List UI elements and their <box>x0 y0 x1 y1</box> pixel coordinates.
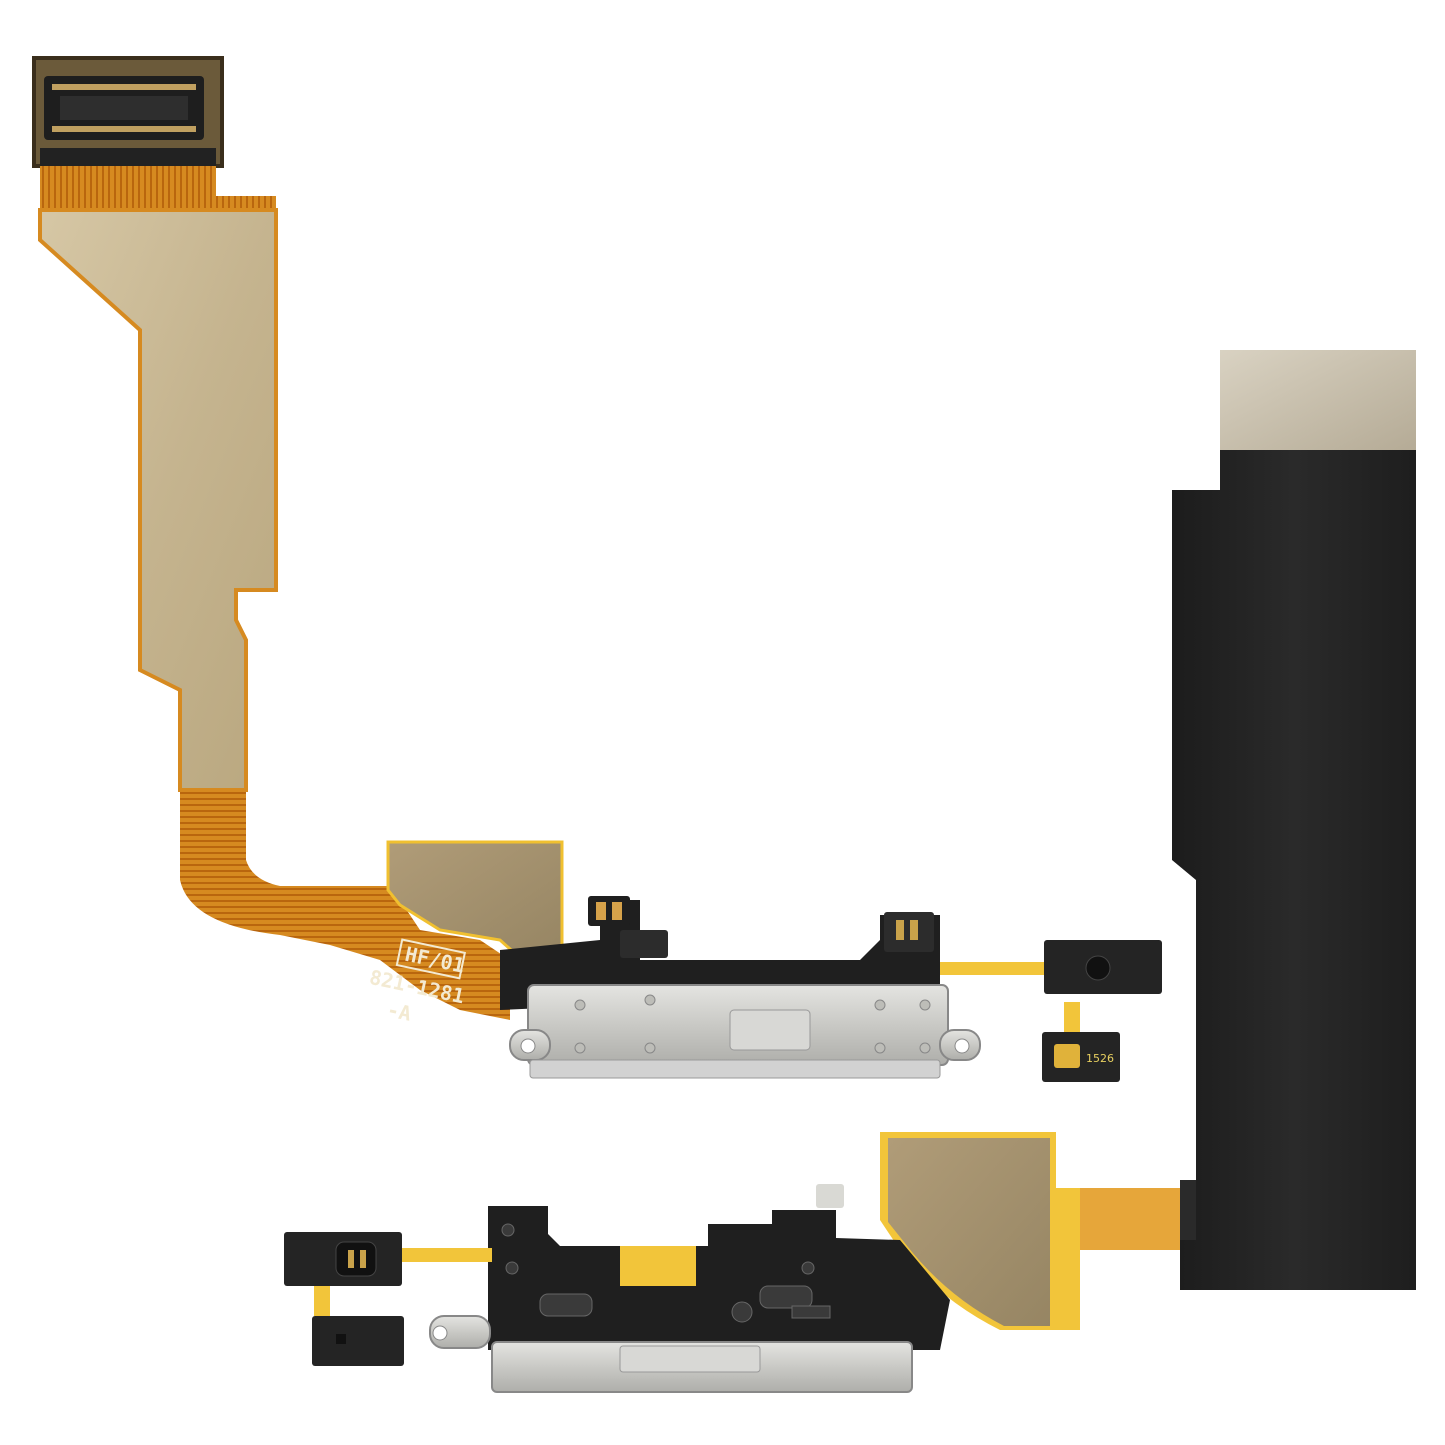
silver-stiffener <box>1220 350 1416 450</box>
bottom-tan-shield <box>888 1138 1050 1326</box>
smd-components <box>501 1223 831 1323</box>
orange-flex-cable: HF/01 821-1281 -A <box>32 56 564 1026</box>
gold-shield <box>38 208 278 792</box>
connector-pins <box>52 84 196 132</box>
bottom-dock-assembly <box>284 1132 1180 1393</box>
left-mic-board <box>312 1316 404 1366</box>
silkscreen-line-3: -A <box>385 997 414 1025</box>
tan-shield <box>386 840 564 960</box>
contact-pad <box>588 896 630 926</box>
black-flex-cable <box>1172 350 1416 1290</box>
sensor-chip <box>620 930 668 958</box>
top-dock-assembly: 1526 <box>500 896 1162 1082</box>
housing-screws <box>574 994 931 1054</box>
mic-marking: 1526 <box>1086 1052 1114 1065</box>
